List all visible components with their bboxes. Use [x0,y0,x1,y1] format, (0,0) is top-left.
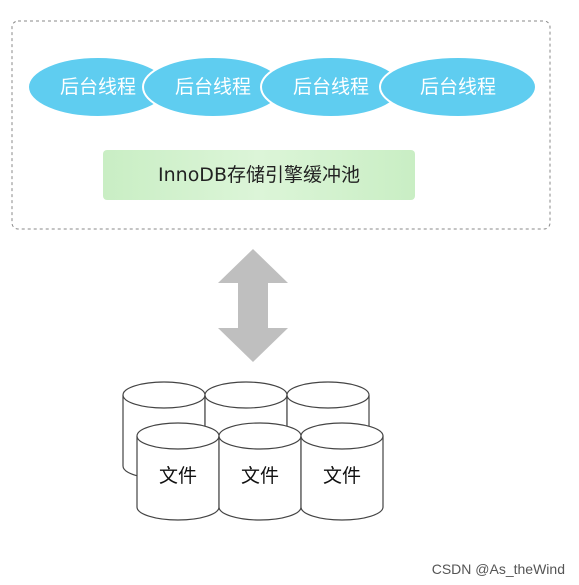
thread-ellipse-2: 后台线程 [142,56,284,118]
file-cylinder-2: 文件 [218,422,302,521]
thread-ellipse-3: 后台线程 [260,56,402,118]
engine-boundary-box [11,20,551,230]
buffer-pool-label: InnoDB存储引擎缓冲池 [158,164,360,186]
file-cylinder-3: 文件 [300,422,384,521]
buffer-pool-box: InnoDB存储引擎缓冲池 [103,150,415,200]
file-label-2: 文件 [241,465,279,487]
thread-label-4: 后台线程 [420,76,496,98]
thread-label-1: 后台线程 [60,76,136,98]
double-arrow-icon [218,249,288,362]
thread-label-2: 后台线程 [175,76,251,98]
thread-ellipse-4: 后台线程 [379,56,537,118]
thread-label-3: 后台线程 [293,76,369,98]
file-cylinder-1: 文件 [136,422,220,521]
watermark-text: CSDN @As_theWind [431,561,565,577]
file-label-1: 文件 [159,465,197,487]
file-label-3: 文件 [323,465,361,487]
thread-ellipse-1: 后台线程 [27,56,169,118]
